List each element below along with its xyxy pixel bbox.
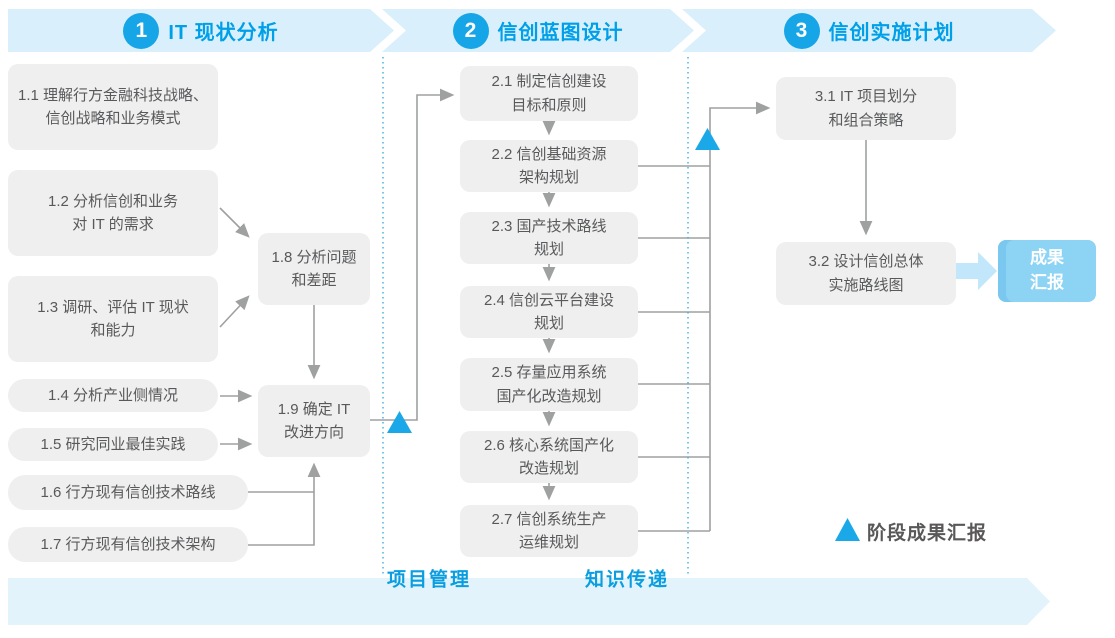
task-box-1-1: 1.1 理解行方金融科技战略、 信创战略和业务模式	[8, 64, 218, 150]
task-box-1-9: 1.9 确定 IT 改进方向	[258, 385, 370, 457]
task-box-2-7: 2.7 信创系统生产 运维规划	[460, 505, 638, 557]
task-box-2-1: 2.1 制定信创建设 目标和原则	[460, 66, 638, 121]
phase-band-2: 2 信创蓝图设计	[382, 9, 694, 52]
task-box-1-7: 1.7 行方现有信创技术架构	[8, 527, 248, 562]
task-box-1-8: 1.8 分析问题 和差距	[258, 233, 370, 305]
task-box-1-5: 1.5 研究同业最佳实践	[8, 428, 218, 461]
legend-label: 阶段成果汇报	[867, 523, 988, 544]
task-box-2-6: 2.6 核心系统国产化 改造规划	[460, 431, 638, 483]
phase-1-title: IT 现状分析	[168, 22, 279, 44]
phase-2-badge: 2	[452, 12, 489, 49]
task-box-1-3: 1.3 调研、评估 IT 现状 和能力	[8, 276, 218, 362]
legend-triangle-icon	[835, 518, 860, 541]
phase-band-3: 3 信创实施计划	[682, 9, 1056, 52]
phase-2-title: 信创蓝图设计	[497, 22, 624, 44]
task-box-2-5: 2.5 存量应用系统 国产化改造规划	[460, 358, 638, 411]
phase-3-badge: 3	[783, 12, 820, 49]
bottom-label-knowledge-transfer: 知识传递	[585, 569, 670, 591]
task-box-2-2: 2.2 信创基础资源 架构规划	[460, 140, 638, 192]
result-report-box: 成果 汇报	[998, 240, 1096, 302]
task-box-1-2: 1.2 分析信创和业务 对 IT 的需求	[8, 170, 218, 256]
block-arrow-icon	[954, 252, 997, 290]
task-box-3-1: 3.1 IT 项目划分 和组合策略	[776, 77, 956, 140]
bottom-label-project-management: 项目管理	[387, 569, 472, 591]
phase-1-badge: 1	[123, 12, 160, 49]
phase-3-title: 信创实施计划	[828, 22, 955, 44]
phase-band-1: 1 IT 现状分析	[8, 9, 394, 52]
task-box-1-4: 1.4 分析产业侧情况	[8, 379, 218, 412]
task-box-1-6: 1.6 行方现有信创技术路线	[8, 475, 248, 510]
task-box-3-2: 3.2 设计信创总体 实施路线图	[776, 242, 956, 305]
task-box-2-3: 2.3 国产技术路线 规划	[460, 212, 638, 264]
milestone-triangle-phase1	[387, 411, 412, 433]
task-box-2-4: 2.4 信创云平台建设 规划	[460, 286, 638, 338]
bottom-band	[8, 578, 1050, 625]
milestone-triangle-phase2	[695, 128, 720, 150]
